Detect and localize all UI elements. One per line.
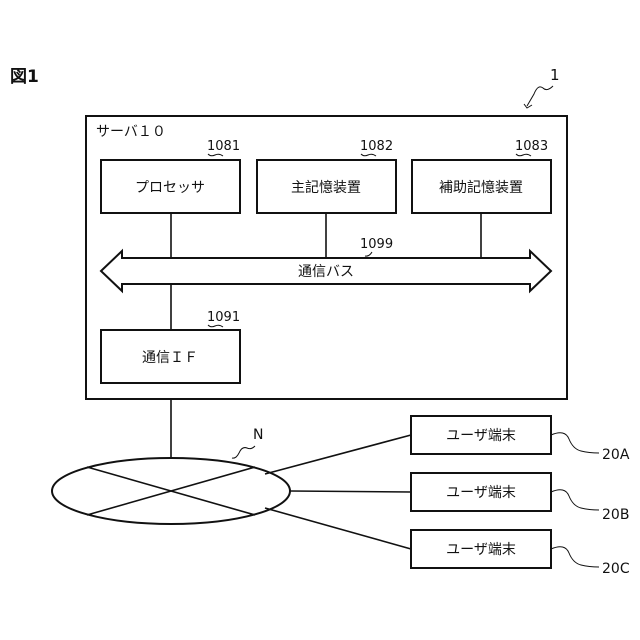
processor-label: プロセッサ	[135, 180, 205, 196]
main-memory-ref: 1082	[360, 139, 393, 154]
communication-bus-label: 通信バス	[298, 264, 354, 280]
user-terminal-c-ref: 20C	[602, 561, 630, 577]
figure-ref: 1	[550, 66, 560, 84]
comm-if-ref: 1091	[207, 310, 240, 325]
figure-label: 図1	[10, 67, 39, 87]
network-terminal-a-connector	[265, 435, 411, 474]
main-memory-label: 主記憶装置	[291, 179, 361, 196]
figure-ref-leader	[527, 86, 553, 106]
user-terminal-a-ref: 20A	[602, 447, 630, 463]
user-terminal-c-ref-leader	[551, 547, 599, 567]
user-terminal-c-label: ユーザ端末	[446, 542, 516, 558]
communication-bus-ref: 1099	[360, 237, 393, 252]
comm-if-label: 通信ＩＦ	[142, 350, 198, 366]
user-terminal-b-ref: 20B	[602, 507, 629, 523]
network-ref: N	[253, 427, 263, 443]
server-label: サーバ１０	[96, 124, 166, 140]
user-terminal-a-label: ユーザ端末	[446, 428, 516, 444]
user-terminal-b-ref-leader	[551, 490, 599, 510]
user-terminal-a-ref-leader	[551, 433, 599, 453]
network-terminal-c-connector	[265, 508, 411, 549]
aux-memory-ref: 1083	[515, 139, 548, 154]
aux-memory-label: 補助記憶装置	[439, 179, 523, 196]
processor-ref: 1081	[207, 139, 240, 154]
network-terminal-b-connector	[290, 491, 411, 492]
user-terminal-b-label: ユーザ端末	[446, 485, 516, 501]
network-ref-leader	[232, 446, 255, 458]
